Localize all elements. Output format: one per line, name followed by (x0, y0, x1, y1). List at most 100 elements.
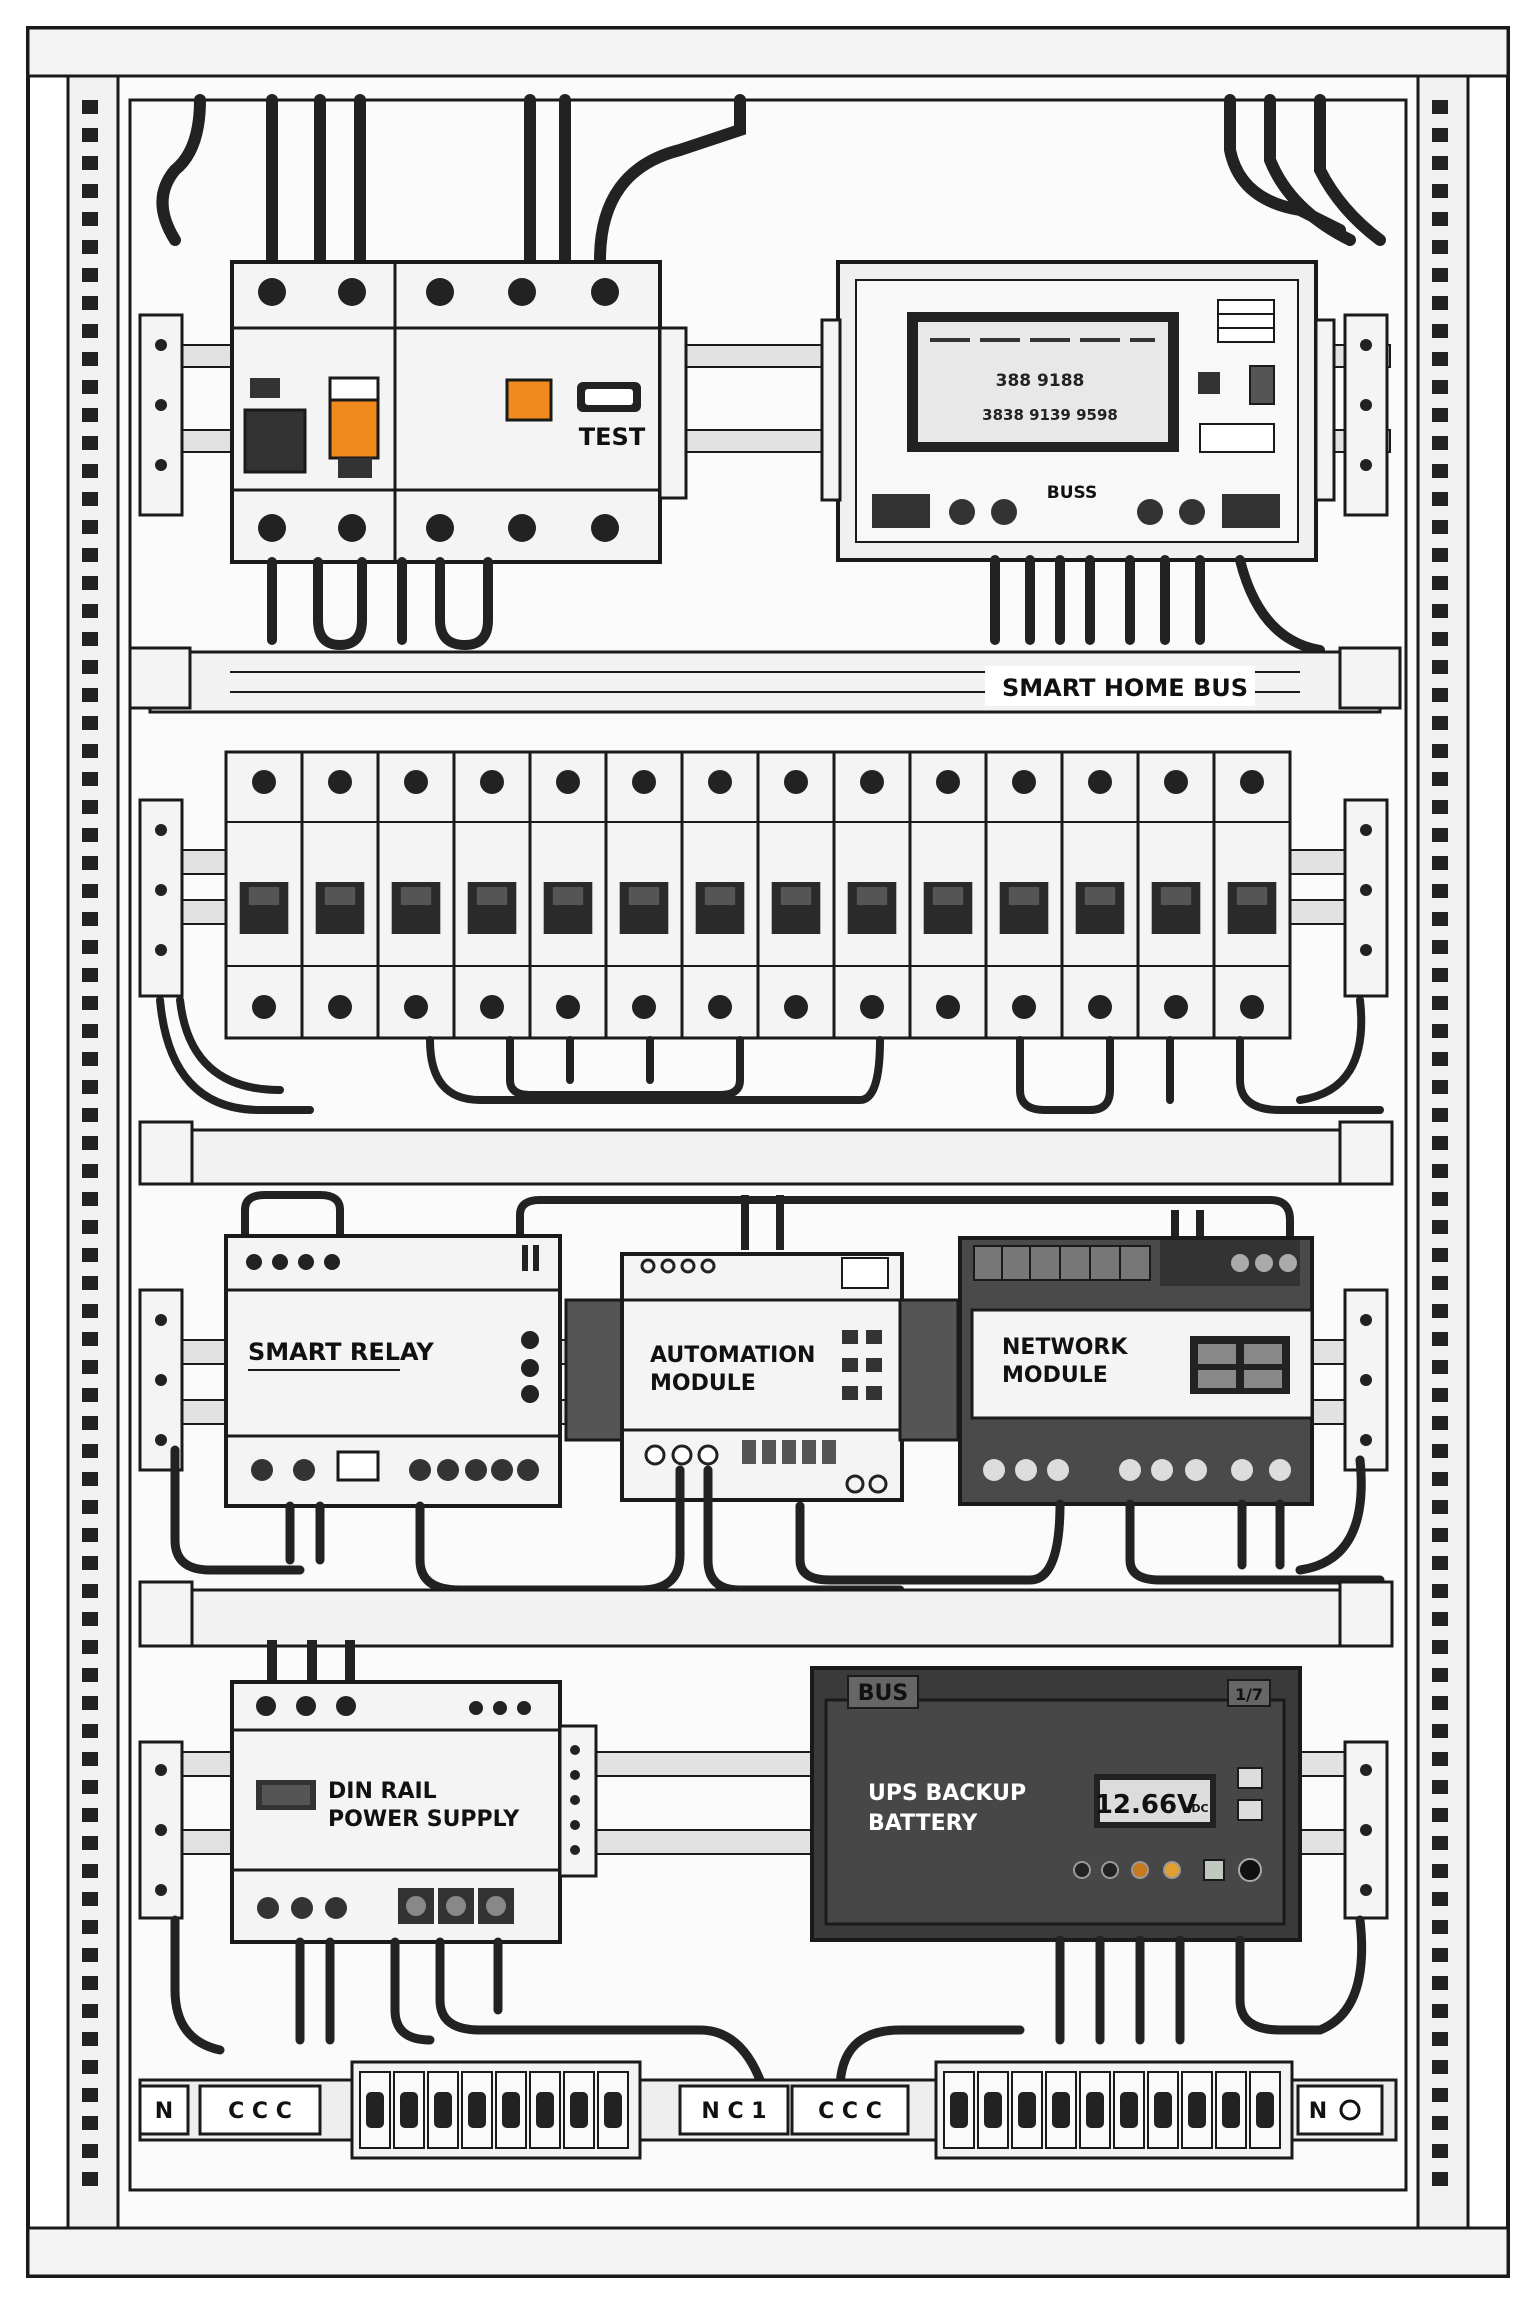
terminal-clamp[interactable] (597, 2071, 629, 2149)
breaker-screw-bottom[interactable] (1088, 995, 1112, 1019)
perforation (82, 772, 98, 786)
breaker-screw-bottom[interactable] (784, 995, 808, 1019)
perforation (1432, 2172, 1448, 2186)
perforation (82, 1920, 98, 1934)
terminal-clamp[interactable] (427, 2071, 459, 2149)
rcd-toggle-orange[interactable] (328, 398, 380, 460)
perforation (82, 1948, 98, 1962)
rail-clamp-right-1 (1343, 313, 1389, 517)
breaker-screw-top[interactable] (1164, 770, 1188, 794)
circuit-breaker-row (224, 750, 1292, 1040)
meter-switch[interactable] (1249, 365, 1275, 405)
breaker-screw-top[interactable] (936, 770, 960, 794)
breaker-screw-bottom[interactable] (936, 995, 960, 1019)
terminal-clamp[interactable] (1249, 2071, 1281, 2149)
breaker-screw-bottom[interactable] (1012, 995, 1036, 1019)
ups-voltage-value: 12.66V (1095, 1790, 1197, 1820)
terminal-clamp[interactable] (1011, 2071, 1043, 2149)
perforation (1432, 296, 1448, 310)
terminal-clamp[interactable] (943, 2071, 975, 2149)
terminal-clamp[interactable] (529, 2071, 561, 2149)
perforation (1432, 1472, 1448, 1486)
breaker-screw-bottom[interactable] (860, 995, 884, 1019)
breaker-screw-top[interactable] (556, 770, 580, 794)
breaker-screw-top[interactable] (784, 770, 808, 794)
breaker-screw-bottom[interactable] (556, 995, 580, 1019)
ups-button[interactable] (1237, 1799, 1263, 1821)
perforation (1432, 1584, 1448, 1598)
automation-button-grid[interactable] (842, 1330, 882, 1400)
ups-button[interactable] (1237, 1767, 1263, 1789)
terminal-left-group: N C C C (138, 2084, 322, 2136)
ethernet-ports[interactable] (1190, 1336, 1290, 1394)
breaker-screw-top[interactable] (632, 770, 656, 794)
terminal-clamp[interactable] (1045, 2071, 1077, 2149)
meter-bus-label: BUSS (1047, 483, 1098, 503)
breaker-screw-top[interactable] (1088, 770, 1112, 794)
perforation (1432, 744, 1448, 758)
meter-terminal[interactable] (991, 499, 1017, 525)
breaker-screw-bottom[interactable] (1240, 995, 1264, 1019)
rcd-toggle-dark[interactable] (243, 408, 307, 474)
meter-terminal[interactable] (1179, 499, 1205, 525)
perforation (1432, 1724, 1448, 1738)
breaker-screw-bottom[interactable] (632, 995, 656, 1019)
perforation (1432, 1500, 1448, 1514)
terminal-clamp[interactable] (1181, 2071, 1213, 2149)
breaker-screw-bottom[interactable] (328, 995, 352, 1019)
automation-label-line-2: MODULE (650, 1371, 756, 1396)
breaker-screw-bottom[interactable] (1164, 995, 1188, 1019)
terminal-clamp[interactable] (563, 2071, 595, 2149)
perforation (1432, 212, 1448, 226)
perforation (82, 2088, 98, 2102)
circuit-breaker (300, 750, 380, 1040)
perforation (82, 996, 98, 1010)
breaker-screw-top[interactable] (328, 770, 352, 794)
breaker-screw-bottom[interactable] (480, 995, 504, 1019)
perforation (82, 1472, 98, 1486)
perforation (82, 548, 98, 562)
meter-terminal[interactable] (1137, 499, 1163, 525)
row-2-wiring (156, 996, 1384, 1114)
terminal-clamp[interactable] (1113, 2071, 1145, 2149)
network-terminals[interactable] (983, 1459, 1291, 1481)
breaker-screw-top[interactable] (860, 770, 884, 794)
rail-clamp-right-4 (1343, 1740, 1389, 1920)
breaker-screw-top[interactable] (404, 770, 428, 794)
row-4-wiring (170, 1915, 1367, 2095)
perforation (82, 464, 98, 478)
meter-port-left[interactable] (872, 494, 930, 528)
meter-port-right[interactable] (1222, 494, 1280, 528)
perforation (82, 1220, 98, 1234)
breaker-screw-top[interactable] (480, 770, 504, 794)
terminal-clamp[interactable] (461, 2071, 493, 2149)
ups-power-knob[interactable] (1238, 1858, 1262, 1882)
perforation (1432, 940, 1448, 954)
power-supply-terminals[interactable] (257, 1888, 514, 1924)
breaker-screw-top[interactable] (252, 770, 276, 794)
terminal-clamp[interactable] (1079, 2071, 1111, 2149)
breaker-screw-top[interactable] (1240, 770, 1264, 794)
ups-label-line-1: UPS BACKUP (868, 1781, 1026, 1806)
perforation (82, 2116, 98, 2130)
terminal-clamp[interactable] (977, 2071, 1009, 2149)
perforation (82, 856, 98, 870)
terminal-clamp[interactable] (495, 2071, 527, 2149)
breaker-screw-bottom[interactable] (252, 995, 276, 1019)
terminal-clamp[interactable] (1147, 2071, 1179, 2149)
breaker-screw-bottom[interactable] (404, 995, 428, 1019)
terminal-clamp[interactable] (1215, 2071, 1247, 2149)
perforation (82, 744, 98, 758)
breaker-screw-bottom[interactable] (708, 995, 732, 1019)
breaker-screw-top[interactable] (1012, 770, 1036, 794)
meter-terminal[interactable] (949, 499, 975, 525)
terminal-clamp[interactable] (393, 2071, 425, 2149)
perforation (1432, 184, 1448, 198)
perforation (1432, 128, 1448, 142)
automation-terminals[interactable] (644, 1440, 888, 1494)
relay-terminals[interactable] (251, 1450, 539, 1482)
rail-clamp-left-1 (138, 313, 184, 517)
perforation (82, 1612, 98, 1626)
terminal-clamp[interactable] (359, 2071, 391, 2149)
breaker-screw-top[interactable] (708, 770, 732, 794)
